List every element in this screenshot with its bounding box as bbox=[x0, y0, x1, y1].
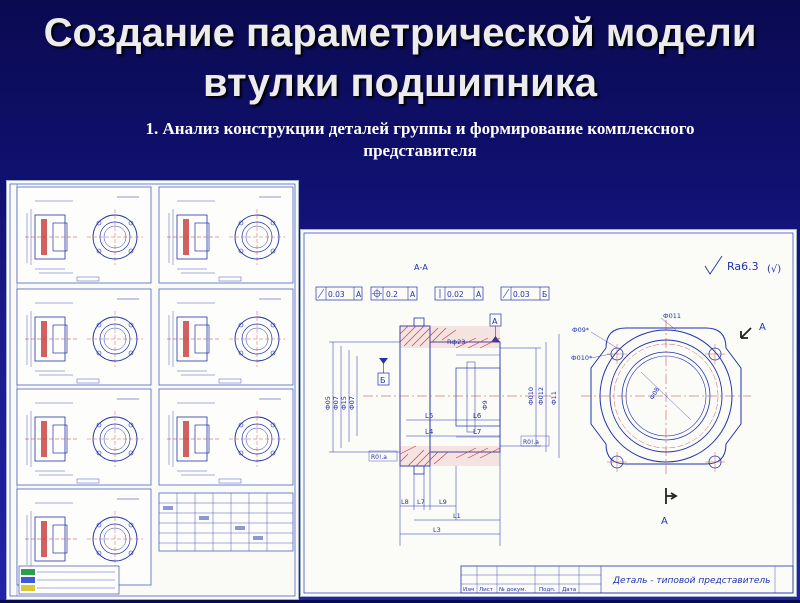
slide-title: Создание параметрической модели втулки п… bbox=[0, 8, 800, 108]
thumb-drawing-3 bbox=[16, 288, 152, 386]
tol-position-value: 0.2 bbox=[386, 290, 398, 299]
dim-l7-bottom: L7 bbox=[417, 498, 425, 506]
datum-b-triangle bbox=[379, 358, 388, 364]
dim-d9: Ф9 bbox=[481, 400, 489, 410]
left-dimension-lines bbox=[329, 341, 400, 453]
bushing-front-view bbox=[581, 320, 751, 474]
roughness-suffix: (√) bbox=[767, 264, 781, 275]
tol-flatness-value: 0.03 bbox=[328, 290, 345, 299]
left-sheet-stamp bbox=[18, 565, 120, 595]
section-label: А-А bbox=[414, 263, 428, 272]
dim-right-3: Ф11 bbox=[550, 391, 558, 405]
dim-l9: L9 bbox=[439, 498, 447, 506]
tol-flatness-datum: А bbox=[356, 290, 362, 299]
group-drawings-sheet bbox=[6, 180, 299, 600]
slide-subtitle-line2: представителя bbox=[363, 141, 477, 160]
thumb-drawing-1 bbox=[16, 186, 152, 284]
representative-part-drawing: А-А Ra6.3 (√) 0.03 А 0.2 А bbox=[300, 229, 797, 597]
dim-right-2: Ф012 bbox=[537, 387, 545, 405]
title-block-header-2: Лист bbox=[479, 587, 494, 593]
fillet-label-left: R0!.a bbox=[371, 454, 387, 461]
dim-left-3: Ф15 bbox=[340, 396, 348, 410]
thumb-drawing-5 bbox=[16, 388, 152, 486]
bottom-dimension-lines bbox=[399, 452, 501, 546]
group-drawings-graphic bbox=[9, 183, 296, 597]
tol-perp-value: 0.02 bbox=[447, 290, 464, 299]
tol-position-datum: А bbox=[410, 290, 416, 299]
thumb-drawing-4 bbox=[158, 288, 294, 386]
right-dimension-lines bbox=[500, 334, 560, 458]
hole-label-09: Ф09* bbox=[572, 326, 590, 334]
hole-label-010: Ф010* bbox=[571, 354, 593, 362]
slide-title-line2: втулки подшипника bbox=[202, 61, 598, 105]
title-block bbox=[460, 565, 794, 594]
datum-a-box: А bbox=[492, 317, 498, 326]
section-arrow-bottom-icon bbox=[665, 488, 678, 504]
dim-left-4: Ф07 bbox=[348, 396, 356, 410]
title-block-header-4: Подп. bbox=[539, 587, 556, 593]
title-block-header-5: Дата bbox=[562, 587, 576, 593]
view-label-bottom: А bbox=[661, 516, 668, 527]
view-label-top: А bbox=[759, 322, 766, 333]
dim-left-2: Ф07 bbox=[332, 396, 340, 410]
roughness-icon bbox=[704, 255, 723, 275]
slide-title-line1: Создание параметрической модели bbox=[43, 11, 757, 55]
slide-subtitle-line1: 1. Анализ конструкции деталей группы и ф… bbox=[145, 119, 695, 138]
dim-l6: L6 bbox=[473, 412, 482, 420]
bore-label: Ф08 bbox=[649, 386, 662, 401]
tolerance-frame-runout: 0.03 Б bbox=[500, 286, 550, 301]
roughness-value: Ra6.3 bbox=[727, 260, 759, 273]
thumb-drawing-6 bbox=[158, 388, 294, 486]
chamfer-label: Rф23 bbox=[447, 338, 465, 346]
bushing-section-view bbox=[363, 317, 551, 475]
dim-l1: L1 bbox=[453, 512, 461, 520]
dim-l7: L7 bbox=[473, 428, 481, 436]
dim-l5: L5 bbox=[425, 412, 433, 420]
dim-l3: L3 bbox=[433, 526, 441, 534]
tol-perp-datum: А bbox=[476, 290, 482, 299]
slide-subtitle: 1. Анализ конструкции деталей группы и ф… bbox=[40, 118, 800, 162]
dim-l8: L8 bbox=[401, 498, 409, 506]
tolerance-frame-perpendicularity: 0.02 А bbox=[434, 286, 484, 301]
title-block-header-3: № докум. bbox=[499, 587, 526, 593]
tolerance-frame-flatness: 0.03 А bbox=[315, 286, 363, 301]
thumb-drawing-2 bbox=[158, 186, 294, 284]
fillet-label-right: R0!.a bbox=[523, 439, 539, 446]
section-arrow-top-icon bbox=[740, 327, 752, 339]
datum-a-triangle bbox=[491, 336, 500, 342]
tolerance-frame-position: 0.2 А bbox=[370, 286, 418, 301]
tol-runout-value: 0.03 bbox=[513, 290, 530, 299]
hole-label-011: Ф011 bbox=[663, 312, 681, 320]
tol-runout-datum: Б bbox=[542, 290, 547, 299]
dim-left-1: Ф05 bbox=[324, 396, 332, 410]
title-block-name: Деталь - типовой представитель bbox=[612, 576, 770, 586]
dim-l4: L4 bbox=[425, 428, 434, 436]
part-drawing-graphic: А-А Ra6.3 (√) 0.03 А 0.2 А bbox=[303, 232, 794, 594]
parameter-table bbox=[158, 492, 294, 552]
title-block-header-1: Изм bbox=[463, 587, 474, 593]
dim-right-1: Ф010 bbox=[527, 387, 535, 405]
datum-b-box: Б bbox=[380, 376, 386, 385]
